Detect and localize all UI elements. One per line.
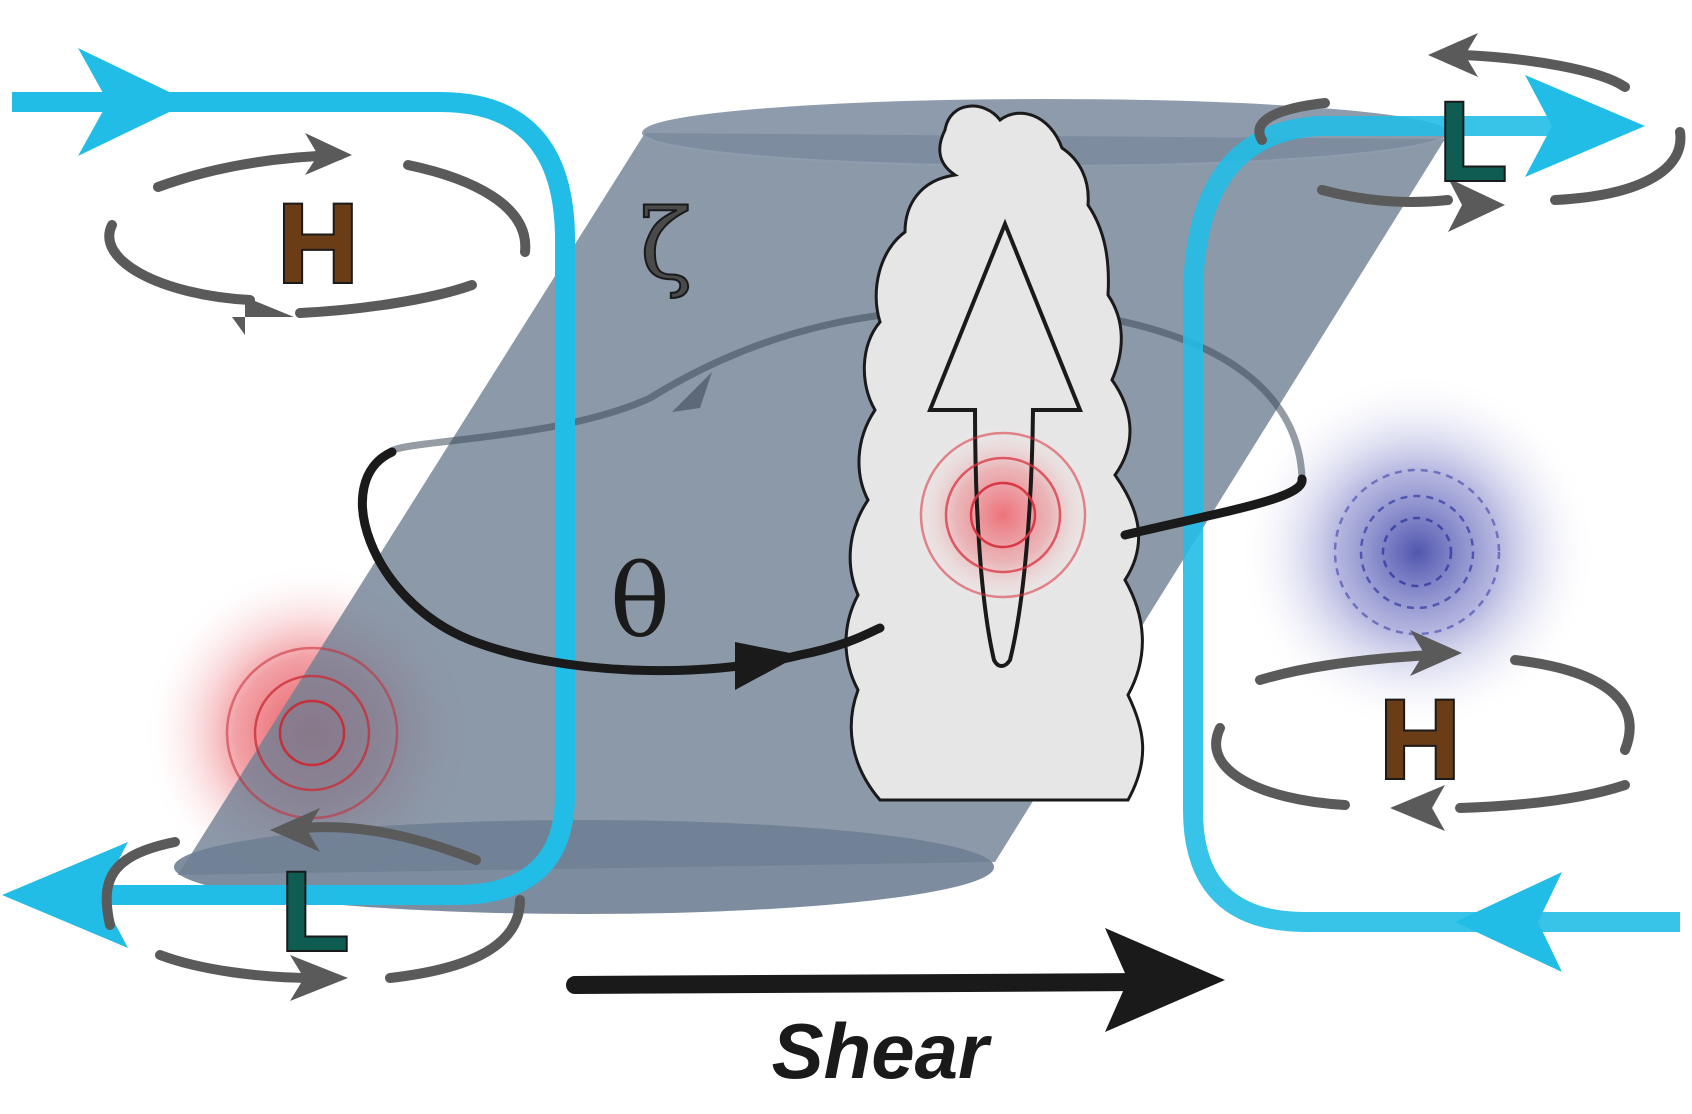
cyan-flow-arrow-icon xyxy=(1525,75,1645,177)
cyan-flow-arrow-icon xyxy=(2,842,128,948)
circulation-arrow-icon xyxy=(1428,33,1505,232)
low-label-lower-left: L xyxy=(281,849,349,974)
cyan-flow-left xyxy=(2,48,575,948)
circulation-arrow-icon xyxy=(1390,630,1462,831)
high-label-lower-right: H xyxy=(1380,677,1461,802)
circulation-high-upper-left xyxy=(104,150,531,318)
cold-anomaly-right xyxy=(1237,372,1597,732)
high-label-upper-left: H xyxy=(278,181,359,306)
circulation-arrow-icon xyxy=(270,808,348,1001)
shear-label: Shear xyxy=(772,1007,992,1095)
low-label-upper-right: L xyxy=(1439,79,1507,204)
theta-symbol: θ xyxy=(610,543,670,660)
warm-anomaly-cloud xyxy=(908,420,1098,610)
circulation-arrow-icon xyxy=(735,642,800,690)
circulation-arrow-icon xyxy=(232,133,352,335)
vorticity-symbol: ζ xyxy=(640,189,692,301)
circulation-low-upper-right xyxy=(1254,50,1686,207)
cyan-flow-arrow-icon xyxy=(78,48,190,156)
cold-rings-right xyxy=(1333,468,1501,636)
warm-rings-cloud xyxy=(919,431,1087,599)
updraft-arrow-icon xyxy=(927,218,1083,668)
theta-loop-back xyxy=(387,304,1306,480)
cyan-flow-arrow-icon xyxy=(1455,872,1562,972)
circulation-high-lower-right xyxy=(1211,650,1635,813)
shear-arrow-icon xyxy=(566,928,1225,1032)
theta-loop-front xyxy=(357,447,1307,690)
